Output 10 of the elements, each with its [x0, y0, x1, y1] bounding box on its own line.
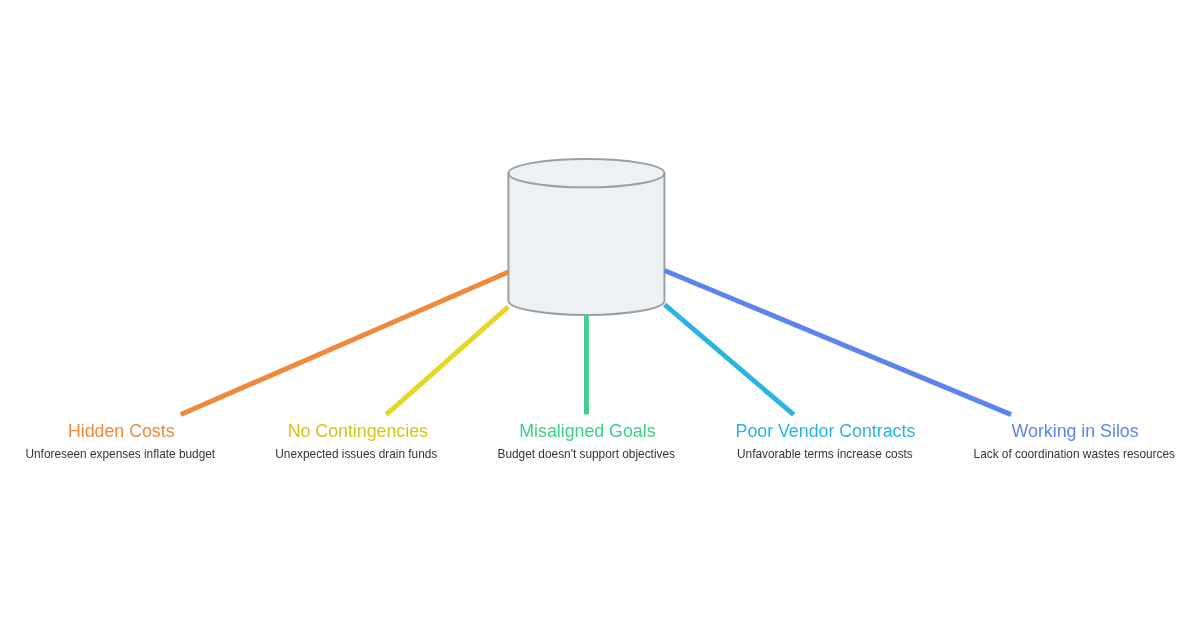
node-text: No Contingencies Unexpected issues drain funds — [275, 421, 438, 462]
connector — [583, 315, 589, 415]
node-text: Misaligned Goals Budget doesn't support objectives — [497, 421, 675, 462]
connector — [663, 302, 796, 417]
node-text: Working in Silos Lack of coordination wastes resources — [973, 421, 1175, 462]
connector — [384, 305, 510, 417]
connector — [179, 269, 510, 417]
connector — [663, 268, 1013, 417]
node-text: Poor Vendor Contracts Unfavorable terms increase costs — [735, 421, 916, 462]
node-text: Hidden Costs Unforeseen expenses inflate budget — [25, 421, 216, 462]
